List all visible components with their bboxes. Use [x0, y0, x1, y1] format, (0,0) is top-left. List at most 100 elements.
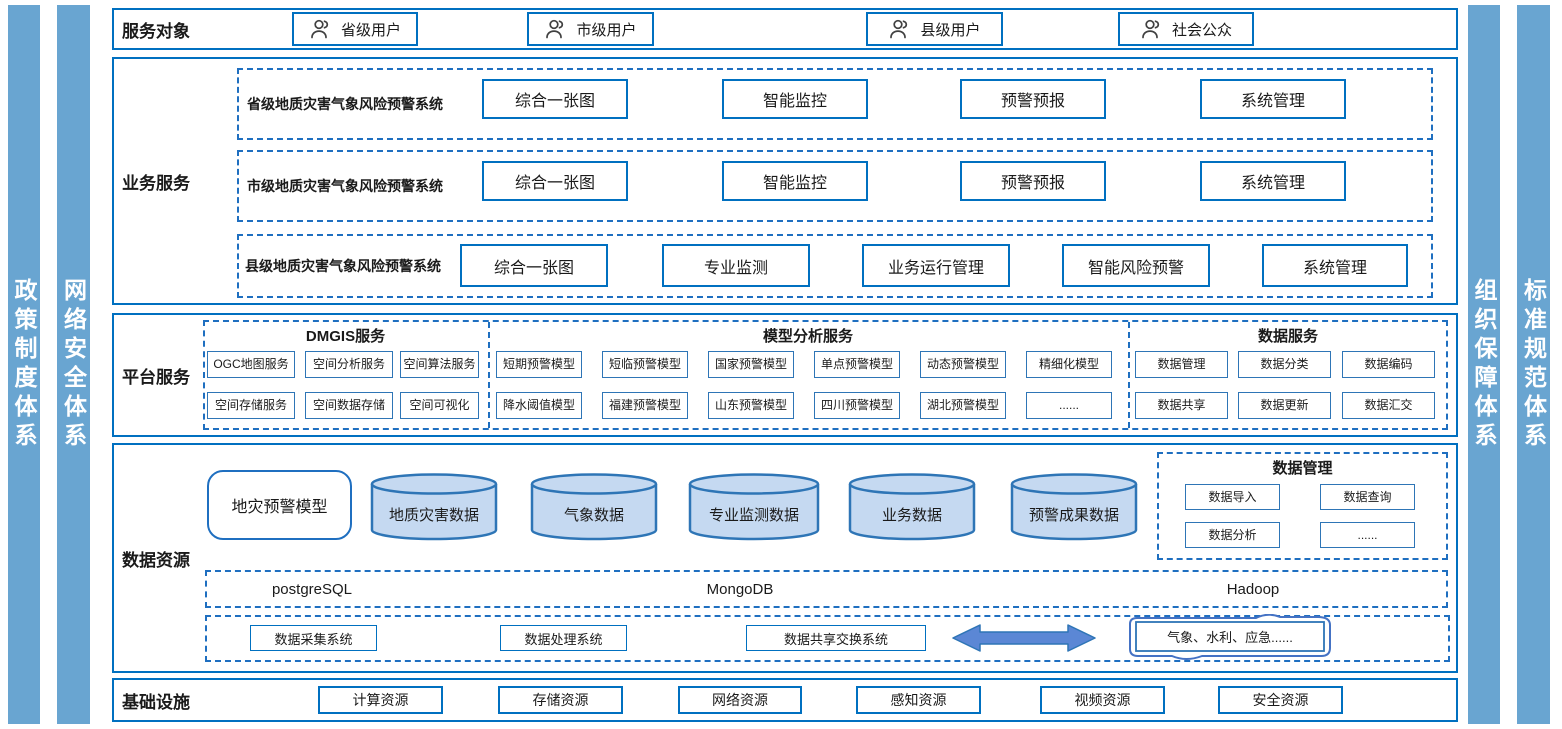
cylinder-label: 气象数据 [563, 506, 624, 524]
platform-box: 四川预警模型 [814, 392, 900, 419]
user-box-city: 市级用户 [527, 12, 654, 46]
cylinder-weather-data: 气象数据 [528, 470, 660, 544]
system-box-collect: 数据采集系统 [250, 625, 377, 651]
user-label: 市级用户 [576, 21, 637, 39]
platform-box: 空间可视化 [400, 392, 479, 419]
db-postgresql: postgreSQL [271, 580, 353, 598]
user-box-provincial: 省级用户 [292, 12, 418, 46]
business-row-title: 市级地质灾害气象风险预警系统 [247, 178, 443, 194]
business-button: 智能监控 [722, 161, 868, 201]
infra-box-video: 视频资源 [1040, 686, 1165, 714]
platform-box: 降水阈值模型 [496, 392, 582, 419]
data-mgmt-panel [1157, 452, 1448, 560]
data-mgmt-title: 数据管理 [1272, 459, 1333, 477]
user-label: 县级用户 [920, 21, 981, 39]
business-button: 专业监测 [662, 244, 810, 287]
external-systems-label: 气象、水利、应急...... [1167, 630, 1293, 645]
business-button: 系统管理 [1262, 244, 1408, 287]
platform-box: 空间分析服务 [305, 351, 393, 378]
business-row-title: 县级地质灾害气象风险预警系统 [245, 258, 441, 274]
user-icon [544, 17, 568, 41]
left-bar-network-security-system: 网络安全体系 [57, 5, 90, 724]
db-hadoop: Hadoop [1226, 580, 1280, 598]
platform-box: 空间存储服务 [207, 392, 295, 419]
platform-group-title-data: 数据服务 [1257, 327, 1318, 345]
external-systems-shape: 气象、水利、应急...... [1118, 614, 1340, 660]
platform-divider [1128, 322, 1130, 428]
infra-box-security: 安全资源 [1218, 686, 1343, 714]
business-button: 系统管理 [1200, 79, 1346, 119]
platform-box: 数据编码 [1342, 351, 1435, 378]
platform-group-title-dmgis: DMGIS服务 [305, 327, 386, 345]
user-icon [309, 17, 333, 41]
databases-row [205, 570, 1448, 608]
cylinder-label: 预警成果数据 [1028, 506, 1119, 524]
platform-box: 湖北预警模型 [920, 392, 1006, 419]
infra-box-compute: 计算资源 [318, 686, 443, 714]
platform-group-title-model: 模型分析服务 [762, 327, 853, 345]
left-bar-policy-system: 政策制度体系 [8, 5, 40, 724]
business-row-title: 省级地质灾害气象风险预警系统 [247, 96, 443, 112]
infrastructure-label: 基础设施 [122, 692, 190, 712]
platform-box: 数据共享 [1135, 392, 1228, 419]
business-button: 综合一张图 [460, 244, 608, 287]
infra-box-storage: 存储资源 [498, 686, 623, 714]
platform-box: 山东预警模型 [708, 392, 794, 419]
business-button: 综合一张图 [482, 79, 628, 119]
business-button: 业务运行管理 [862, 244, 1010, 287]
platform-box: 数据管理 [1135, 351, 1228, 378]
business-button: 预警预报 [960, 161, 1106, 201]
system-box-process: 数据处理系统 [500, 625, 627, 651]
business-button: 智能监控 [722, 79, 868, 119]
business-button: 系统管理 [1200, 161, 1346, 201]
right-bar-standard-spec-system: 标准规范体系 [1517, 5, 1550, 724]
cylinder-warning-result-data: 预警成果数据 [1008, 470, 1140, 544]
infra-box-network: 网络资源 [678, 686, 802, 714]
data-mgmt-box: 数据查询 [1320, 484, 1415, 510]
platform-services-label: 平台服务 [122, 367, 190, 387]
system-box-share-exchange: 数据共享交换系统 [746, 625, 926, 651]
platform-box: 动态预警模型 [920, 351, 1006, 378]
user-box-public: 社会公众 [1118, 12, 1254, 46]
cylinder-label: 业务数据 [881, 506, 942, 524]
platform-box: ...... [1026, 392, 1112, 419]
platform-box: 国家预警模型 [708, 351, 794, 378]
platform-box: 空间算法服务 [400, 351, 479, 378]
business-row-city [237, 150, 1433, 222]
platform-box: 短临预警模型 [602, 351, 688, 378]
platform-box: 数据汇交 [1342, 392, 1435, 419]
user-icon [1140, 17, 1164, 41]
infra-box-sensing: 感知资源 [856, 686, 981, 714]
platform-box: 空间数据存储 [305, 392, 393, 419]
user-label: 省级用户 [340, 21, 401, 39]
systems-row [205, 615, 1450, 662]
platform-box: 精细化模型 [1026, 351, 1112, 378]
user-icon [888, 17, 912, 41]
platform-box: 数据分类 [1238, 351, 1331, 378]
service-objects-label: 服务对象 [122, 21, 190, 41]
business-button: 预警预报 [960, 79, 1106, 119]
business-services-label: 业务服务 [122, 173, 190, 193]
data-mgmt-box: 数据分析 [1185, 522, 1280, 548]
business-button: 综合一张图 [482, 161, 628, 201]
platform-box: OGC地图服务 [207, 351, 295, 378]
cylinder-business-data: 业务数据 [846, 470, 978, 544]
user-label: 社会公众 [1171, 21, 1232, 39]
business-row-provincial [237, 68, 1433, 140]
data-resources-label: 数据资源 [122, 550, 190, 570]
platform-box: 单点预警模型 [814, 351, 900, 378]
disaster-warning-model-box: 地灾预警模型 [207, 470, 352, 540]
platform-divider [488, 322, 490, 428]
right-bar-organization-support-system: 组织保障体系 [1468, 5, 1500, 724]
cylinder-geo-disaster-data: 地质灾害数据 [368, 470, 500, 544]
business-row-county [237, 234, 1433, 298]
cylinder-label: 地质灾害数据 [388, 506, 479, 524]
platform-outer-dashed [203, 320, 1448, 430]
business-button: 智能风险预警 [1062, 244, 1210, 287]
cylinder-monitoring-data: 专业监测数据 [686, 470, 822, 544]
platform-box: 福建预警模型 [602, 392, 688, 419]
data-mgmt-box: ...... [1320, 522, 1415, 548]
data-mgmt-box: 数据导入 [1185, 484, 1280, 510]
cylinder-label: 专业监测数据 [708, 506, 799, 524]
